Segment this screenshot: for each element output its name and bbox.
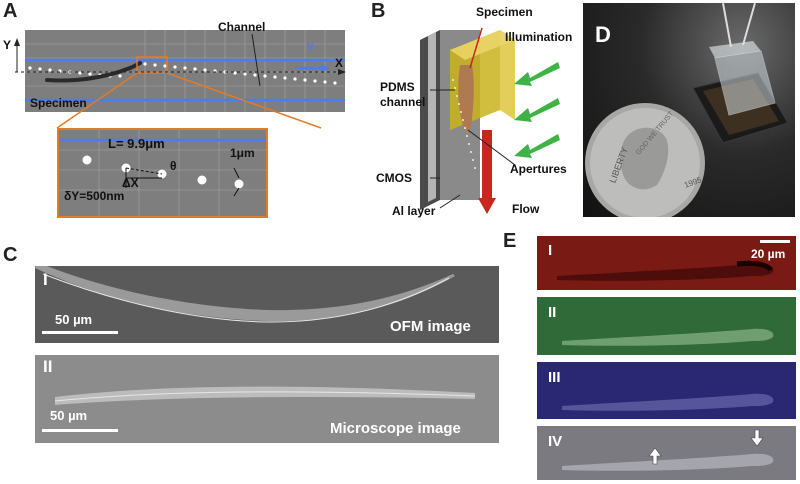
channel-image-3 [537,362,796,419]
device-photo [583,3,795,217]
aperture-inset [57,128,268,218]
panel-label-c: C [3,244,18,266]
microscope-image [35,355,499,443]
ofm-scale-bar [42,331,118,334]
inset-dy-label: δY=500nm [64,189,125,203]
inset-schematic [59,130,266,216]
device-photo-art [585,3,789,217]
microscope-numeral: II [43,357,53,376]
inset-dx-label: ΔX [122,176,139,190]
axis-y-label: Y [3,38,12,52]
channel-label: Channel [218,20,266,34]
microscope-scale-label: 50 µm [50,408,88,423]
panel-label-e: E [503,230,517,252]
e-numeral-4: IV [548,433,563,450]
panel-a-channel-figure [15,30,345,112]
worm-2 [562,328,774,346]
b-apertures-label: Apertures [510,162,567,176]
zoom-connector [56,72,322,129]
b-al-layer-label: Al layer [392,204,436,218]
b-flow-label: Flow [512,202,540,216]
ofm-image [35,266,499,343]
b-pdms-label-2: channel [380,95,426,109]
b-specimen-label: Specimen [476,5,533,19]
channel-schematic [15,30,345,112]
axis-x-label: X [335,56,344,70]
ofm-scale-label: 50 µm [55,312,93,327]
e-numeral-1: I [548,242,553,259]
inset-pitch-label: 1μm [230,146,255,160]
channel-image-2 [537,297,796,355]
worm-4 [562,429,774,471]
ofm-caption: OFM image [390,318,471,335]
panel-label-d: D [595,22,611,47]
panel-a-axes [14,38,346,75]
device-3d-diagram [420,27,560,214]
panel-label-b: B [371,0,386,22]
microscope-scale-bar [42,429,118,432]
e-scale-label: 20 µm [751,247,786,261]
e-scale-bar [760,240,790,243]
microscope-worm [54,386,476,405]
worm-1 [557,260,774,281]
inset-theta-label: θ [170,159,177,173]
b-pdms-label-1: PDMS [380,80,415,94]
specimen-label: Specimen [30,96,87,110]
b-cmos-label: CMOS [376,171,412,185]
b-illumination-label: Illumination [505,30,573,44]
channel-image-1 [537,236,796,290]
inset-length-label: L= 9.9μm [108,136,165,151]
microscope-caption: Microscope image [330,420,461,437]
worm-3 [562,393,774,411]
e-numeral-3: III [548,369,561,386]
channel-image-4 [537,426,796,480]
velocity-label: v [307,39,314,53]
e-numeral-2: II [548,304,557,321]
channel-pointer [251,33,261,87]
ofm-numeral: I [43,270,48,289]
ofm-worm [35,266,455,323]
panel-label-a: A [3,0,18,22]
